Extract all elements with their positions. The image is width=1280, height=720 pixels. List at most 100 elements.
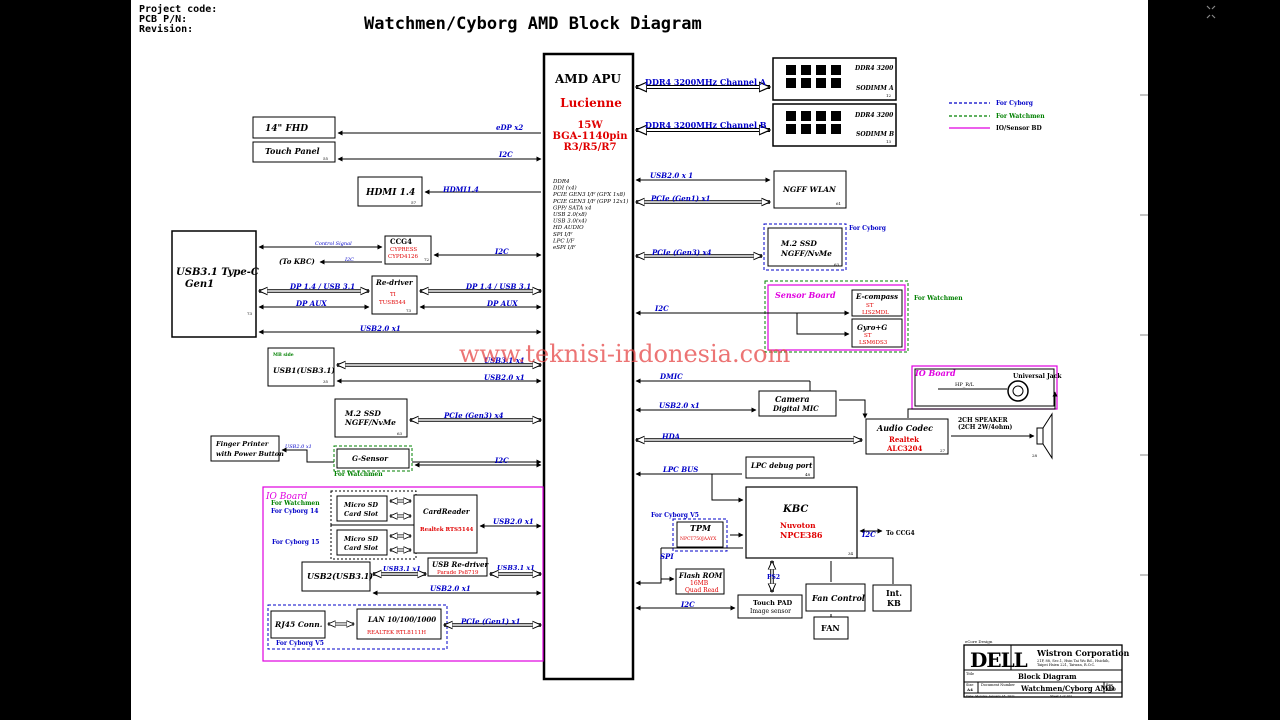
- ecompass-vendor: ST: [866, 303, 874, 309]
- ccg4-i2c-small: I2C: [344, 257, 354, 263]
- usb1-usb20-label: USB2.0 x1: [484, 373, 525, 382]
- lpc-bus-label: LPC BUS: [662, 465, 698, 474]
- legend-io-sensor: IO/Sensor BD: [996, 125, 1042, 132]
- ssd-left-page: 63: [397, 431, 403, 436]
- title-field-label: Title: [966, 672, 974, 676]
- dmic-label: DMIC: [659, 372, 683, 381]
- kbc-page: 34: [848, 551, 854, 556]
- kbc-part: NPCE386: [780, 530, 823, 540]
- memory-chip: [816, 78, 826, 88]
- memory-chip: [816, 65, 826, 75]
- hdmi-label: HDMI 1.4: [365, 188, 415, 198]
- tpm-part: NPCT750JAAYX: [680, 536, 717, 542]
- usbc-usb20-label: USB2.0 x1: [360, 324, 401, 333]
- company-name: Wistron Corporation: [1036, 648, 1130, 658]
- sodimm-a-label: SODIMM A: [856, 85, 894, 92]
- project-header: Project code: PCB P/N: Revision:: [139, 5, 217, 35]
- apu-interface-item: USB 2.0(x8): [553, 211, 587, 218]
- lpc-bus: LPC BUS LPC debug port 48: [635, 456, 815, 503]
- usb2-usb20-label: USB2.0 x1: [430, 584, 471, 593]
- memory-chip: [801, 124, 811, 134]
- memory-chip: [801, 111, 811, 121]
- apu-sku: R3/R5/R7: [563, 142, 616, 153]
- ssd-right-bus-label: PCIe (Gen3) x4: [651, 248, 712, 257]
- touchpad: PS2 Touch PAD Image sensor I2C: [635, 561, 803, 619]
- wlan-pcie-label: PCIe (Gen1) x1: [650, 194, 711, 203]
- codec-label: Audio Codec: [876, 423, 933, 433]
- wlan-page: 61: [836, 201, 841, 206]
- legend-watchmen: For Watchmen: [996, 113, 1045, 120]
- sensor-board: Sensor Board E-compass ST LIS2MDL Gyro+G…: [635, 280, 963, 353]
- fhd-label: 14" FHD: [265, 124, 308, 134]
- codec-page: 27: [940, 448, 946, 453]
- usb2-usb31-b: USB3.1 x1: [497, 564, 535, 572]
- gsensor-for-watchmen: For Watchmen: [334, 471, 383, 478]
- expand-icon[interactable]: [1206, 4, 1216, 19]
- wlan-module: USB2.0 x 1 PCIe (Gen1) x1 NGFF WLAN 61: [636, 170, 847, 209]
- cardslot2-label: Card Slot: [344, 544, 378, 552]
- ccg4-i2c-label: I2C: [494, 247, 509, 256]
- memory-chip: [786, 65, 796, 75]
- ssd-right-page: 63: [834, 262, 840, 267]
- kbc: KBC Nuvoton NPCE386 34 I2C To CCG4: [745, 486, 915, 559]
- sheet-label: Sheet 1 of 102: [1050, 694, 1072, 698]
- fp-label-1: Finger Printer: [215, 440, 269, 448]
- sensor-i2c-label: I2C: [654, 304, 669, 313]
- apu-interface-item: PCIE GEN3 I/F (GPP 12x1): [552, 198, 628, 205]
- memory-channel-a: DDR4 3200MHz Channel A DDR4 3200 SODIMM …: [636, 57, 897, 101]
- ccg4-vendor: CYPRESS: [390, 247, 417, 253]
- io-right-title: IO Board: [914, 368, 956, 378]
- schematic-sheet: Project code: PCB P/N: Revision: Watchme…: [131, 0, 1148, 720]
- gyro-part: LSM6DS3: [859, 340, 888, 346]
- memory-chip: [816, 111, 826, 121]
- usb1-usb31-label: USB3.1 x1: [484, 356, 525, 365]
- sodimm-b-label: SODIMM B: [856, 131, 894, 138]
- edp-label: eDP x2: [496, 123, 523, 132]
- usb1-port: MB side USB1(USB3.1) 35 USB3.1 x1 USB2.0…: [267, 347, 541, 387]
- memory-chip: [831, 78, 841, 88]
- memory-chip: [786, 124, 796, 134]
- control-signal-label: Control Signal: [315, 241, 352, 247]
- flash-label: Flash ROM: [678, 571, 723, 580]
- m2-ssd-right: PCIe (Gen3) x4 M.2 SSD NGFF/NvMe 63 For …: [636, 223, 887, 271]
- to-ccg4-label: To CCG4: [886, 530, 915, 537]
- tpm-for-cyborg-v5: For Cyborg V5: [651, 512, 699, 519]
- usbc-label-2: Gen1: [185, 279, 214, 290]
- speaker-icon: 28: [1032, 412, 1053, 460]
- ssd-left-bus-label: PCIe (Gen3) x4: [443, 411, 504, 420]
- m2-ssd-left: M.2 SSD NGFF/NvMe 63 PCIe (Gen3) x4: [334, 398, 541, 438]
- lan-label: LAN 10/100/1000: [367, 615, 436, 624]
- legend-cyborg: For Cyborg: [996, 100, 1034, 107]
- company-address-1: 21F, 88, Sec.1, Hsin Tai Wu Rd., Hsichih…: [1037, 659, 1110, 663]
- dp-usb-left-label: DP 1.4 / USB 3.1: [289, 282, 355, 291]
- redriver-vendor: TI: [390, 292, 396, 298]
- touch-panel-page: 55: [323, 156, 329, 161]
- io-left-title: IO Board: [265, 492, 307, 502]
- touch-panel-label: Touch Panel: [265, 146, 320, 156]
- audio-codec: HDA Audio Codec Realtek ALC3204 27 2CH S…: [636, 391, 1058, 455]
- memory-chip: [831, 65, 841, 75]
- cardreader-bus-label: USB2.0 x1: [493, 517, 534, 526]
- int-kb-label-1: Int.: [886, 588, 902, 598]
- touchpad-i2c-label: I2C: [680, 600, 695, 609]
- to-kbc-label: (To KBC): [279, 257, 315, 266]
- finger-printer: Finger Printer with Power Button USB2.0 …: [210, 435, 542, 465]
- block-diagram: AMD APU Lucienne 15W BGA-1140pin R3/R5/R…: [171, 52, 1148, 698]
- apu-codename: Lucienne: [560, 96, 622, 110]
- fan-control-label: Fan Control: [811, 593, 865, 603]
- camera: DMIC USB2.0 x1 Camera Digital MIC: [635, 372, 868, 419]
- usbc-redriver: Re-driver TI TUSB544 73 DP 1.4 / USB 3.1…: [259, 275, 541, 335]
- lan-bus-label: PCIe (Gen1) x1: [460, 617, 521, 626]
- sodimm-b-page: 13: [886, 139, 892, 144]
- universal-jack-label: Universal Jack: [1013, 373, 1062, 380]
- design-label: eCore Design: [965, 639, 993, 644]
- ssd-for-cyborg: For Cyborg: [849, 225, 887, 232]
- apu-interface-item: SPI I/F: [553, 232, 572, 238]
- codec-part: ALC3204: [886, 444, 923, 453]
- memory-chip: [801, 78, 811, 88]
- dp-usb-right-label: DP 1.4 / USB 3.1: [465, 282, 531, 291]
- cardslot1-label: Card Slot: [344, 510, 378, 518]
- sodimm-a-speed: DDR4 3200: [854, 65, 894, 72]
- lpc-debug-page: 48: [805, 472, 811, 477]
